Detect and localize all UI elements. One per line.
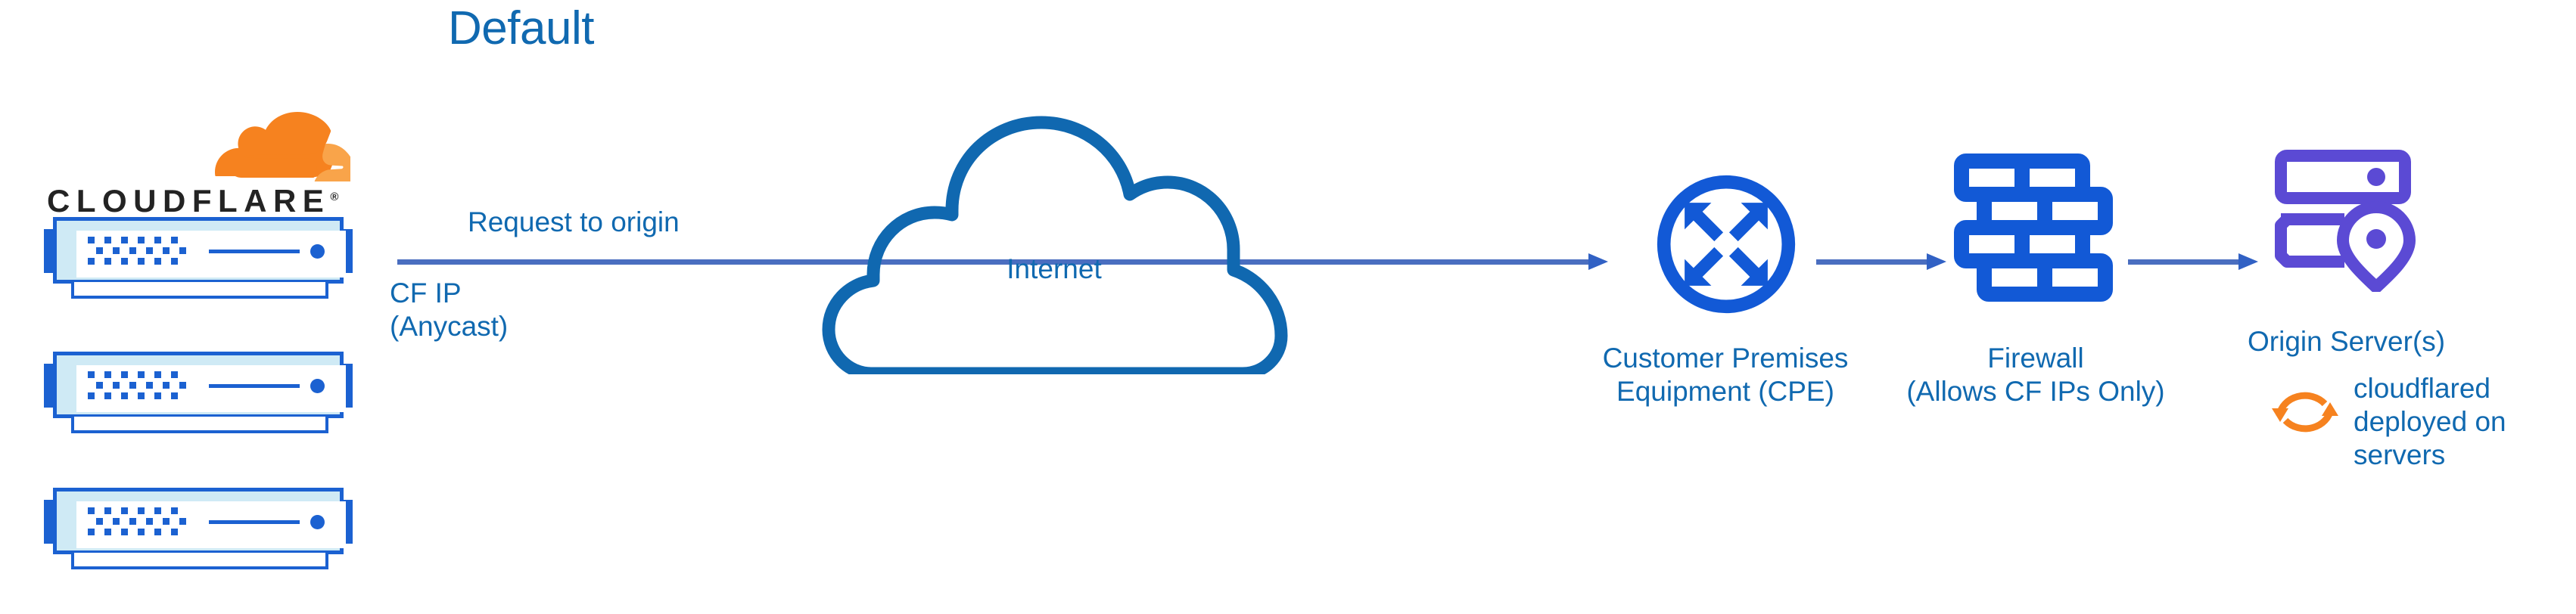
- internet-cloud-node: Internet: [820, 113, 1289, 380]
- internet-label: Internet: [1006, 253, 1102, 284]
- cf-ip-anycast-label: CF IP (Anycast): [390, 278, 509, 342]
- page-title: Default: [448, 2, 594, 54]
- server-vent-dots: [88, 237, 191, 269]
- arrow-shaft: [2128, 259, 2238, 265]
- arrow-firewall-to-origin: [2128, 253, 2258, 270]
- cloud-icon: [822, 116, 1288, 380]
- cloudflare-server-1: [44, 217, 353, 302]
- firewall-label: Firewall (Allows CF IPs Only): [1906, 343, 2165, 407]
- cloudflare-wordmark: CLOUDFLARE®: [47, 183, 338, 219]
- server-base: [71, 282, 328, 299]
- cloudflare-logo: CLOUDFLARE®: [45, 112, 356, 219]
- server-status-bar: [209, 520, 300, 524]
- server-led-icon: [310, 379, 325, 393]
- registered-trademark-icon: ®: [330, 191, 339, 203]
- server-location-pin-icon: [2273, 148, 2425, 293]
- router-four-arrows-icon: [1652, 170, 1800, 318]
- cloudflare-wordmark-text: CLOUDFLARE: [47, 183, 331, 219]
- server-led-icon: [310, 244, 325, 259]
- arrow-cloudflare-to-cpe: [397, 253, 1608, 270]
- arrow-shaft: [397, 259, 1588, 265]
- arrow-cpe-to-firewall: [1816, 253, 1946, 270]
- server-status-bar: [209, 250, 300, 253]
- server-led-icon: [310, 515, 325, 529]
- cloudflared-label: cloudflared deployed on servers: [2354, 373, 2506, 470]
- server-base: [71, 417, 328, 433]
- sync-circular-arrows-icon: [2270, 380, 2340, 445]
- cpe-label: Customer Premises Equipment (CPE): [1602, 343, 1849, 407]
- server-vent-dots: [88, 507, 191, 540]
- server-base: [71, 553, 328, 569]
- arrow-head: [1588, 253, 1608, 270]
- arrow-shaft: [1816, 259, 1927, 265]
- cloudflare-cloud-icon: [195, 112, 356, 185]
- arrow-head: [1927, 253, 1946, 270]
- server-chassis: [53, 217, 346, 284]
- origin-server-label: Origin Server(s): [2248, 326, 2446, 357]
- server-vent-dots: [88, 371, 191, 404]
- request-to-origin-label: Request to origin: [468, 206, 680, 237]
- arrow-head: [2238, 253, 2258, 270]
- cloudflare-server-2: [44, 352, 353, 436]
- server-status-bar: [209, 384, 300, 388]
- cloudflare-server-3: [44, 488, 353, 572]
- brick-wall-icon: [1954, 154, 2117, 302]
